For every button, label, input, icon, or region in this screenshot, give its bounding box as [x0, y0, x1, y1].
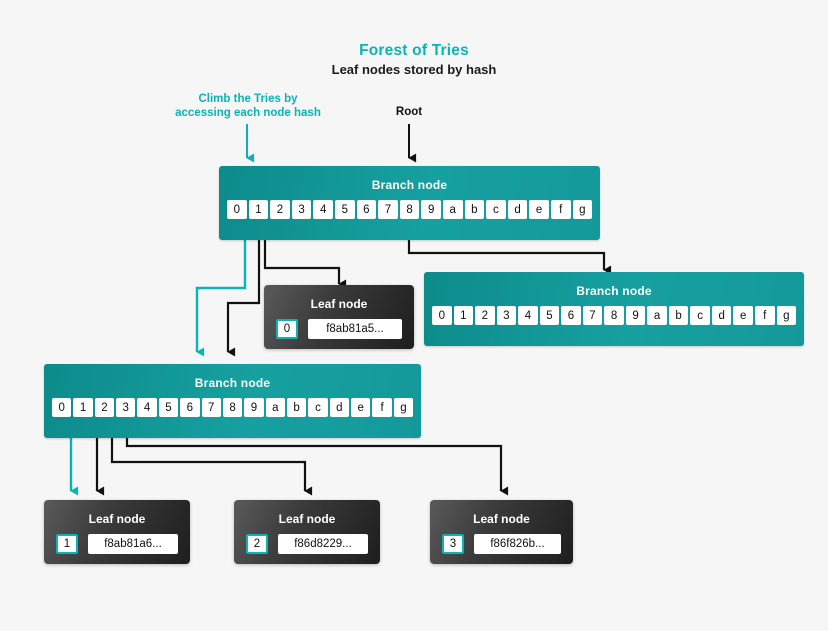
branch-left-cell-9[interactable]: 9	[244, 398, 264, 417]
branch-root-cell-8[interactable]: 8	[399, 200, 420, 219]
branch-left-cell-e[interactable]: e	[351, 398, 371, 417]
page-title: Forest of Tries	[359, 42, 469, 59]
branch-left-cell-7[interactable]: 7	[201, 398, 221, 417]
annotation-climb-line2: accessing each node hash	[175, 107, 321, 119]
branch-left-cell-6[interactable]: 6	[180, 398, 200, 417]
leaf-node-3-index: 3	[442, 534, 464, 554]
branch-root-cell-2[interactable]: 2	[270, 200, 290, 219]
branch-left-cell-1[interactable]: 1	[73, 398, 93, 417]
leaf-node-1-hash: f8ab81a6...	[88, 534, 178, 554]
branch-root-cell-f[interactable]: f	[550, 200, 571, 219]
branch-root-cell-g[interactable]: g	[572, 200, 593, 219]
leaf-node-3-label: Leaf node	[473, 512, 530, 526]
leaf-node-2-index: 2	[246, 534, 268, 554]
page-subtitle: Leaf nodes stored by hash	[331, 62, 497, 77]
leaf-node-3[interactable]: Leaf node 3 f86f826b...	[430, 500, 573, 564]
leaf-node-1-label: Leaf node	[88, 512, 146, 526]
branch-root-cell-1[interactable]: 1	[248, 200, 269, 219]
branch-root-cell-a[interactable]: a	[442, 200, 463, 219]
branch-right-cell-7[interactable]: 7	[582, 306, 603, 325]
branch-root-cell-b[interactable]: b	[464, 200, 485, 219]
annotation-root: Root	[395, 106, 423, 118]
branch-root-cell-4[interactable]: 4	[313, 200, 333, 219]
branch-right-cell-1[interactable]: 1	[453, 306, 474, 325]
branch-right-cell-0[interactable]: 0	[432, 306, 452, 325]
branch-right-cell-8[interactable]: 8	[604, 306, 624, 325]
annotation-climb-line1: Climb the Tries by	[198, 93, 298, 105]
branch-right-cell-d[interactable]: d	[711, 306, 732, 325]
annotation-climb: Climb the Tries by accessing each node h…	[163, 92, 333, 120]
leaf-node-0-hash: f8ab81a5...	[308, 319, 402, 339]
branch-root-cell-d[interactable]: d	[507, 200, 528, 219]
branch-root-cell-c[interactable]: c	[486, 200, 506, 219]
leaf-node-0[interactable]: Leaf node 0 f8ab81a5...	[264, 285, 414, 349]
branch-right-cell-5[interactable]: 5	[539, 306, 560, 325]
branch-left-cell-b[interactable]: b	[286, 398, 307, 417]
branch-left-cell-g[interactable]: g	[393, 398, 414, 417]
branch-right-cell-9[interactable]: 9	[625, 306, 646, 325]
branch-right-cell-g[interactable]: g	[776, 306, 797, 325]
branch-left-cell-0[interactable]: 0	[52, 398, 72, 417]
branch-right-cell-2[interactable]: 2	[475, 306, 495, 325]
branch-right-cell-c[interactable]: c	[690, 306, 710, 325]
leaf-node-3-hash: f86f826b...	[474, 534, 561, 554]
branch-node-root-label: Branch node	[371, 178, 448, 192]
branch-right-cell-b[interactable]: b	[668, 306, 689, 325]
leaf-node-0-index: 0	[276, 319, 298, 339]
branch-node-right-label: Branch node	[576, 284, 652, 298]
leaf-node-1-index: 1	[56, 534, 78, 554]
leaf-node-1[interactable]: Leaf node 1 f8ab81a6...	[44, 500, 190, 564]
branch-left-cell-d[interactable]: d	[329, 398, 350, 417]
branch-left-cell-a[interactable]: a	[265, 398, 285, 417]
branch-root-cell-e[interactable]: e	[529, 200, 549, 219]
branch-left-cell-f[interactable]: f	[372, 398, 392, 417]
branch-right-cell-6[interactable]: 6	[561, 306, 581, 325]
branch-left-cell-4[interactable]: 4	[137, 398, 157, 417]
branch-root-cell-0[interactable]: 0	[227, 200, 247, 219]
leaf-node-2[interactable]: Leaf node 2 f86d8229...	[234, 500, 380, 564]
branch-left-cell-c[interactable]: c	[308, 398, 328, 417]
branch-left-cell-5[interactable]: 5	[158, 398, 179, 417]
branch-left-cell-2[interactable]: 2	[94, 398, 115, 417]
leaf-node-0-label: Leaf node	[310, 297, 368, 311]
branch-left-cell-3[interactable]: 3	[116, 398, 136, 417]
branch-left-cell-8[interactable]: 8	[222, 398, 243, 417]
branch-right-cell-e[interactable]: e	[733, 306, 753, 325]
branch-right-cell-a[interactable]: a	[647, 306, 667, 325]
branch-right-cell-4[interactable]: 4	[518, 306, 538, 325]
branch-right-cell-f[interactable]: f	[754, 306, 775, 325]
leaf-node-2-hash: f86d8229...	[278, 534, 368, 554]
branch-root-cell-9[interactable]: 9	[421, 200, 441, 219]
branch-root-cell-5[interactable]: 5	[334, 200, 355, 219]
leaf-node-2-label: Leaf node	[278, 512, 336, 526]
branch-root-cell-3[interactable]: 3	[291, 200, 312, 219]
branch-node-left-label: Branch node	[194, 376, 271, 390]
branch-root-cell-6[interactable]: 6	[356, 200, 377, 219]
branch-root-cell-7[interactable]: 7	[378, 200, 398, 219]
branch-right-cell-3[interactable]: 3	[496, 306, 517, 325]
